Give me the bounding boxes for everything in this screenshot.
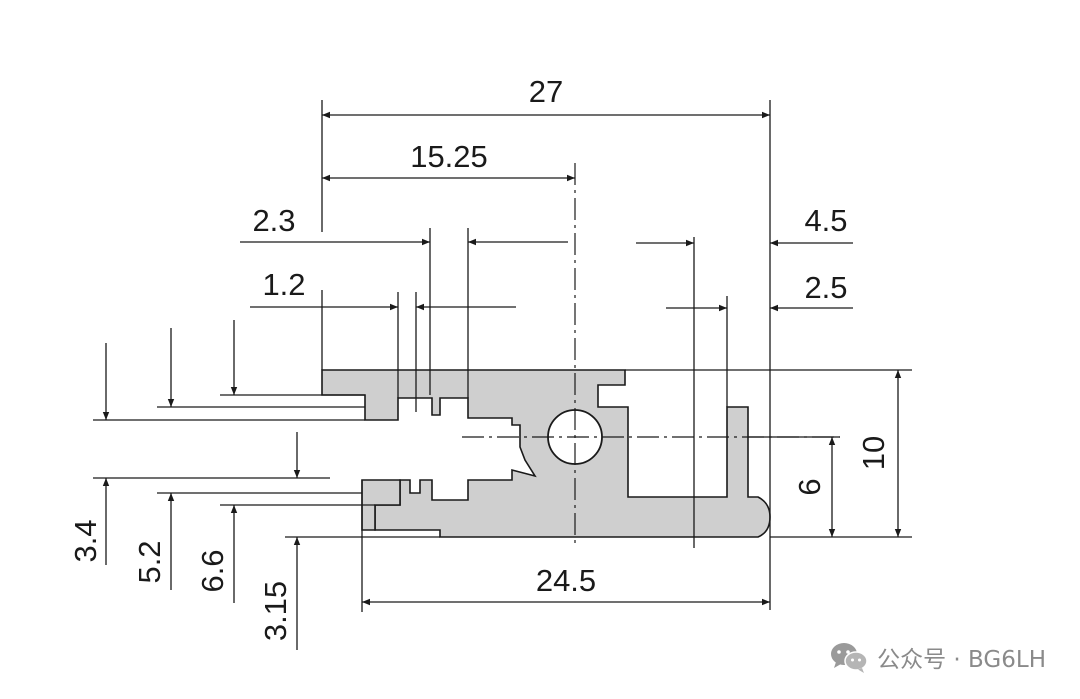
dim-slot-a: 2.3: [252, 203, 295, 238]
dim-slot-b: 1.2: [262, 267, 305, 302]
dim-overall-height: 10: [856, 436, 891, 470]
dim-v-a: 3.4: [68, 519, 103, 562]
dimension-lines: [102, 111, 902, 650]
dim-bottom-width: 24.5: [536, 563, 596, 598]
dim-overall-width: 27: [529, 74, 563, 109]
dim-center-offset: 15.25: [410, 139, 488, 174]
dim-v-b: 5.2: [132, 540, 167, 583]
aluminium-profile: [321, 369, 771, 538]
dim-v-c: 6.6: [195, 549, 230, 592]
extension-lines: [93, 100, 912, 612]
dim-right-b: 2.5: [804, 270, 847, 305]
wechat-icon: [831, 643, 868, 673]
dim-center-height: 6: [792, 478, 827, 495]
dim-v-d: 3.15: [258, 581, 293, 641]
watermark-text: 公众号 · BG6LH: [877, 647, 1046, 673]
watermark: 公众号 · BG6LH: [829, 640, 1046, 674]
dim-right-a: 4.5: [804, 203, 847, 238]
